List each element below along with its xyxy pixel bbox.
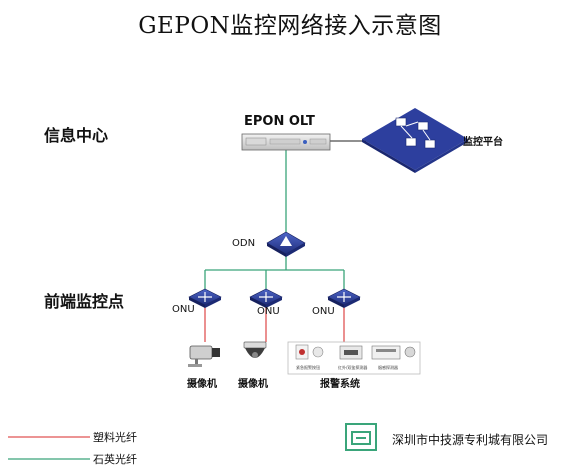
infrared-detector-icon — [339, 345, 363, 360]
alarm-system-panel — [287, 341, 421, 375]
alarm-item-3: 烟感探测器 — [378, 365, 398, 370]
front-end-label: 前端监控点 — [44, 292, 125, 311]
odn-label: ODN — [232, 238, 256, 249]
company-name: 深圳市中技源专利城有限公司 — [392, 433, 549, 447]
legend-quartz-text: 石英光纤 — [93, 453, 137, 466]
onu-right-label: ONU — [312, 306, 335, 317]
camera-1-label: 摄像机 — [187, 379, 217, 390]
platform-label: 监控平台 — [463, 137, 503, 148]
box-camera-icon — [188, 345, 220, 367]
odn-splitter-icon — [266, 231, 306, 257]
onu-middle-icon — [249, 288, 283, 308]
plastic-fiber-links — [204, 305, 345, 342]
alarm-system-label: 报警系统 — [320, 379, 360, 390]
alarm-item-2: 红外/双鉴探测器 — [338, 365, 368, 370]
diagram-title: GEPON监控网络接入示意图 — [138, 13, 442, 39]
onu-left-label: ONU — [172, 304, 195, 315]
legend-plastic-text: 塑料光纤 — [93, 431, 137, 444]
dome-camera-icon — [243, 341, 267, 358]
monitoring-platform-icon — [362, 108, 468, 173]
onu-right-icon — [327, 288, 361, 308]
onu-left-icon — [188, 288, 222, 308]
info-center-label: 信息中心 — [44, 126, 109, 145]
quartz-fiber-links — [204, 150, 345, 290]
alarm-item-1: 紧急报警按钮 — [296, 365, 320, 370]
olt-label: EPON OLT — [244, 114, 315, 129]
smoke-detector-icon — [371, 345, 416, 360]
olt-device — [241, 133, 331, 151]
company-logo-icon — [345, 423, 377, 451]
onu-middle-label: ONU — [257, 306, 280, 317]
emergency-button-icon — [295, 344, 324, 360]
camera-2-label: 摄像机 — [238, 379, 268, 390]
